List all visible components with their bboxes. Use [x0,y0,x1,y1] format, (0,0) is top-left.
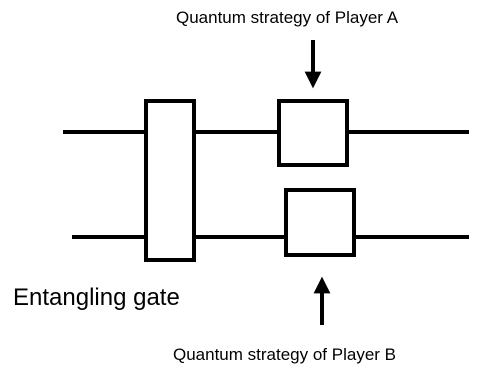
player-b-label: Quantum strategy of Player B [173,345,396,364]
player-b-strategy-box [284,188,356,257]
entangling-gate-label: Entangling gate [13,284,180,311]
player-a-label: Quantum strategy of Player A [176,8,399,27]
entangling-gate-box [144,99,196,262]
player-a-strategy-box [277,99,349,167]
